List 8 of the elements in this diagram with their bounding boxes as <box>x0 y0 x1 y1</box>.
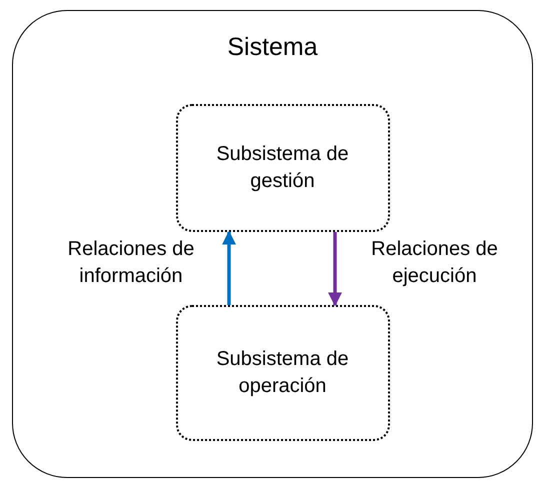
system-box <box>12 10 533 478</box>
subsystem-label: Subsistema de gestión <box>215 142 350 194</box>
arrow <box>222 230 236 305</box>
subsystem-label: Subsistema de operación <box>215 346 350 398</box>
arrow <box>328 232 342 306</box>
subsystem-box <box>176 304 390 440</box>
subsystem-box <box>176 104 390 232</box>
system-title: Sistema <box>226 33 319 62</box>
